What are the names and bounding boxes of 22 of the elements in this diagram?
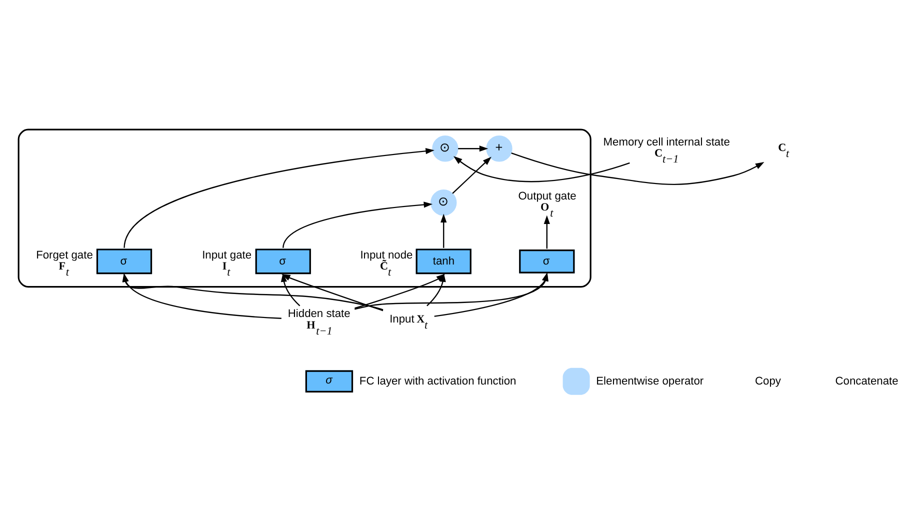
node-circle: ⊙ <box>430 190 457 216</box>
legend-label: Concatenate <box>835 376 898 388</box>
node-label: Input gate <box>202 249 252 262</box>
node-label: Forget gate <box>36 249 93 262</box>
arrow <box>282 202 433 248</box>
cluster <box>18 128 592 288</box>
arrow <box>280 273 300 306</box>
node-circle: + <box>486 136 512 162</box>
arrow <box>458 146 488 152</box>
legend-label: Copy <box>755 376 781 388</box>
arrow <box>452 156 492 194</box>
node-circle: ⊙ <box>432 136 458 162</box>
arrow <box>453 156 630 182</box>
label: σ <box>326 374 332 387</box>
legend-label: FC layer with activation function <box>359 375 516 388</box>
arrow <box>282 274 384 312</box>
arrow <box>440 214 447 248</box>
arrow <box>511 152 764 185</box>
legend-label: Elementwise operator <box>596 375 704 388</box>
arrow <box>124 148 434 248</box>
arrow <box>544 215 550 249</box>
node-label: Input node <box>360 249 413 262</box>
